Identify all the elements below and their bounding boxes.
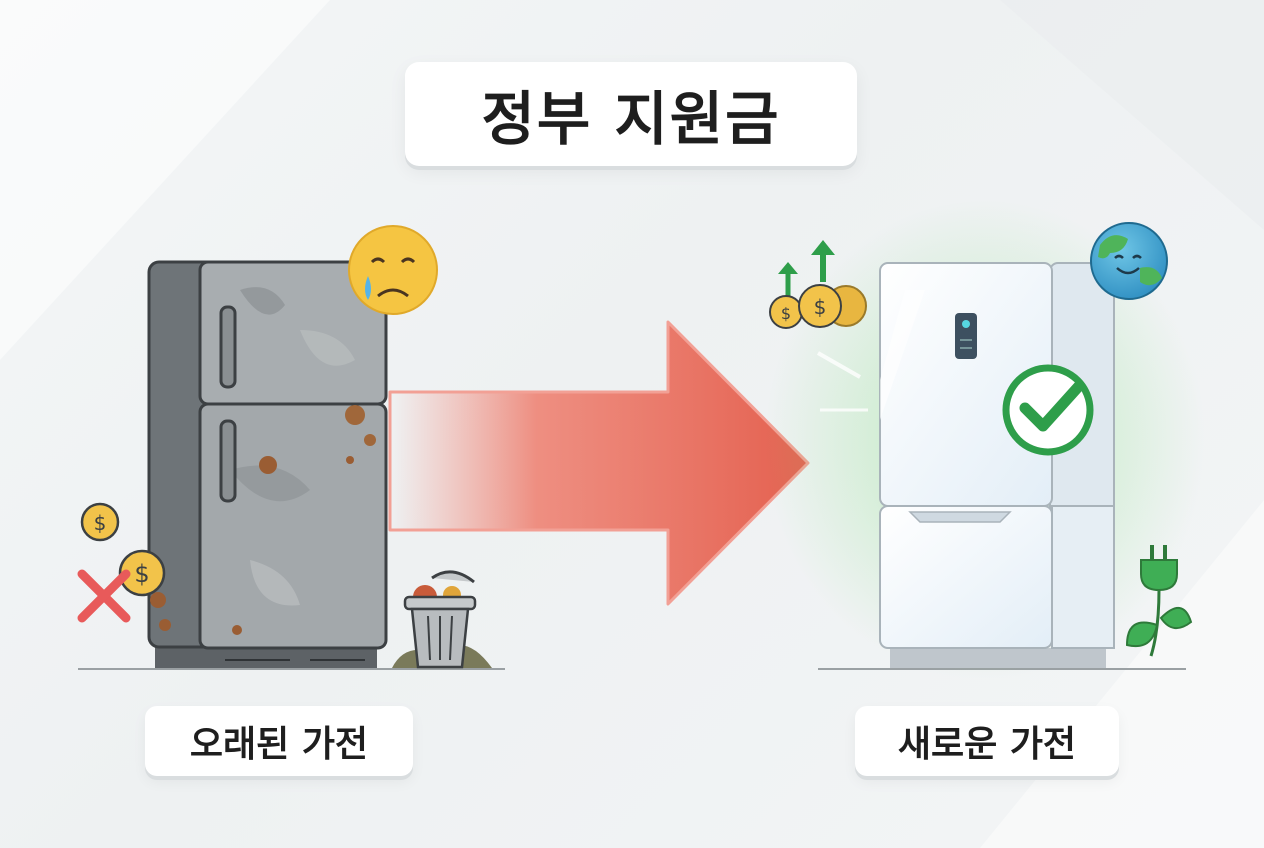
savings-coins-icon: $ $ <box>769 240 867 329</box>
old-fridge <box>147 260 388 668</box>
cross-icon <box>77 569 131 623</box>
old-appliance-label-card: 오래된 가전 <box>145 706 413 776</box>
new-appliance-label: 새로운 가전 <box>897 724 1077 765</box>
title-card: 정부 지원금 <box>405 62 857 166</box>
old-appliance-label: 오래된 가전 <box>189 724 369 765</box>
transition-arrow <box>388 320 810 606</box>
earth-smile-icon <box>1090 222 1168 300</box>
new-appliance-label-card: 새로운 가전 <box>855 706 1119 776</box>
svg-text:$: $ <box>781 304 791 323</box>
lost-money-icon: $ $ <box>80 502 166 597</box>
new-fridge <box>817 262 1115 668</box>
page-title: 정부 지원금 <box>481 85 781 153</box>
svg-text:$: $ <box>814 295 827 319</box>
sad-face-icon <box>348 225 438 315</box>
svg-text:$: $ <box>134 560 149 588</box>
trash-can-icon <box>392 570 492 669</box>
plug-sprout-icon <box>1125 545 1193 657</box>
check-icon <box>1002 364 1094 456</box>
svg-text:$: $ <box>94 511 107 535</box>
